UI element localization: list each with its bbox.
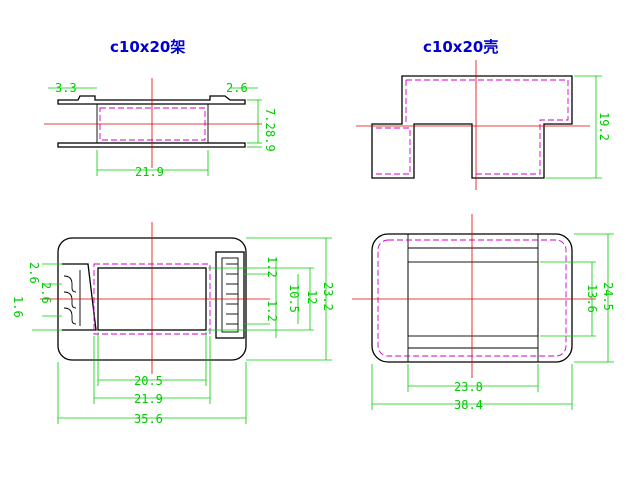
dim-top-overall-height: 23.2 [321,282,335,311]
dim-top-overall-width: 35.6 [134,412,163,426]
bobbin-title: c10x20架 [110,38,185,56]
dim-right-ledge: 2.6 [226,81,248,95]
shell-top-view: 13.6 24.5 23.8 38.4 [352,214,615,412]
dim-shell-height: 19.2 [597,112,611,141]
dim-shell-inner-height: 13.6 [585,284,599,313]
dim-shell-inner-width: 23.8 [454,380,483,394]
dim-pin-spacing: 2.6 [27,262,41,284]
dim-pin-offset: 1.6 [11,296,25,318]
dim-inner-height: 12 [305,290,319,304]
dim-shell-overall-width: 38.4 [454,398,483,412]
dim-pin-spacing-2: 2.6 [39,282,53,304]
dim-top-winding-width: 21.9 [134,392,163,406]
bobbin-side-view: 3.3 2.6 21.9 7.2 8.9 [44,78,277,179]
dim-shell-overall-height: 24.5 [601,282,615,311]
dim-core-width: 10.5 [287,284,301,313]
dim-pin-gap-1: 1.2 [265,256,279,278]
shell-side-view: 19.2 [356,60,611,190]
dim-left-ledge: 3.3 [55,81,77,95]
shell-title: c10x20壳 [423,38,498,56]
bobbin-top-view: 2.6 2.6 1.6 1.2 1.2 10.5 12 23.2 20.5 21… [11,222,335,426]
dim-flange-gap: 7.2 [263,108,277,130]
dim-side-overall-height: 8.9 [263,130,277,152]
dim-side-winding-width: 21.9 [135,165,164,179]
dim-window-width: 20.5 [134,374,163,388]
dim-pin-gap-2: 1.2 [265,300,279,322]
